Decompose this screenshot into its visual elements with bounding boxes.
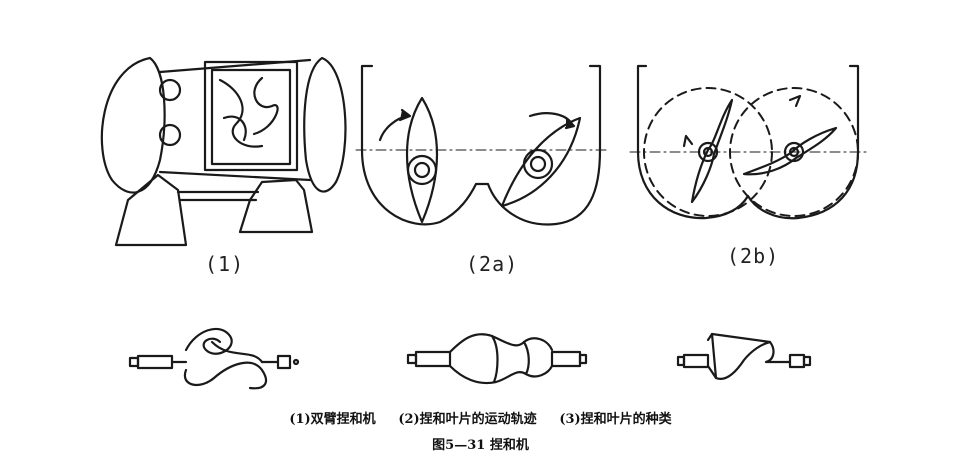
figure-title: 图5—31 捏和机: [432, 438, 529, 453]
blade-trajectory-drawing-b: [629, 64, 869, 220]
double-arm-kneader-drawing: [100, 56, 347, 247]
blade-trajectory-drawing-a: [355, 64, 607, 226]
panel-2b-label: (2b): [727, 244, 780, 268]
caption-item-2: (2)捏和叶片的运动轨迹: [398, 412, 537, 427]
panel-1-label: (1): [205, 252, 245, 276]
fishtail-blade-drawing: [406, 333, 588, 385]
caption-item-3: (3)捏和叶片的种类: [559, 412, 672, 427]
caption-items: (1)双臂捏和机 (2)捏和叶片的运动轨迹 (3)捏和叶片的种类: [0, 408, 961, 427]
panel-2a-label: (2a): [466, 252, 519, 276]
caption-item-1: (1)双臂捏和机: [289, 412, 376, 427]
sigma-blade-drawing: [128, 327, 300, 390]
z-blade-drawing: [676, 332, 812, 380]
